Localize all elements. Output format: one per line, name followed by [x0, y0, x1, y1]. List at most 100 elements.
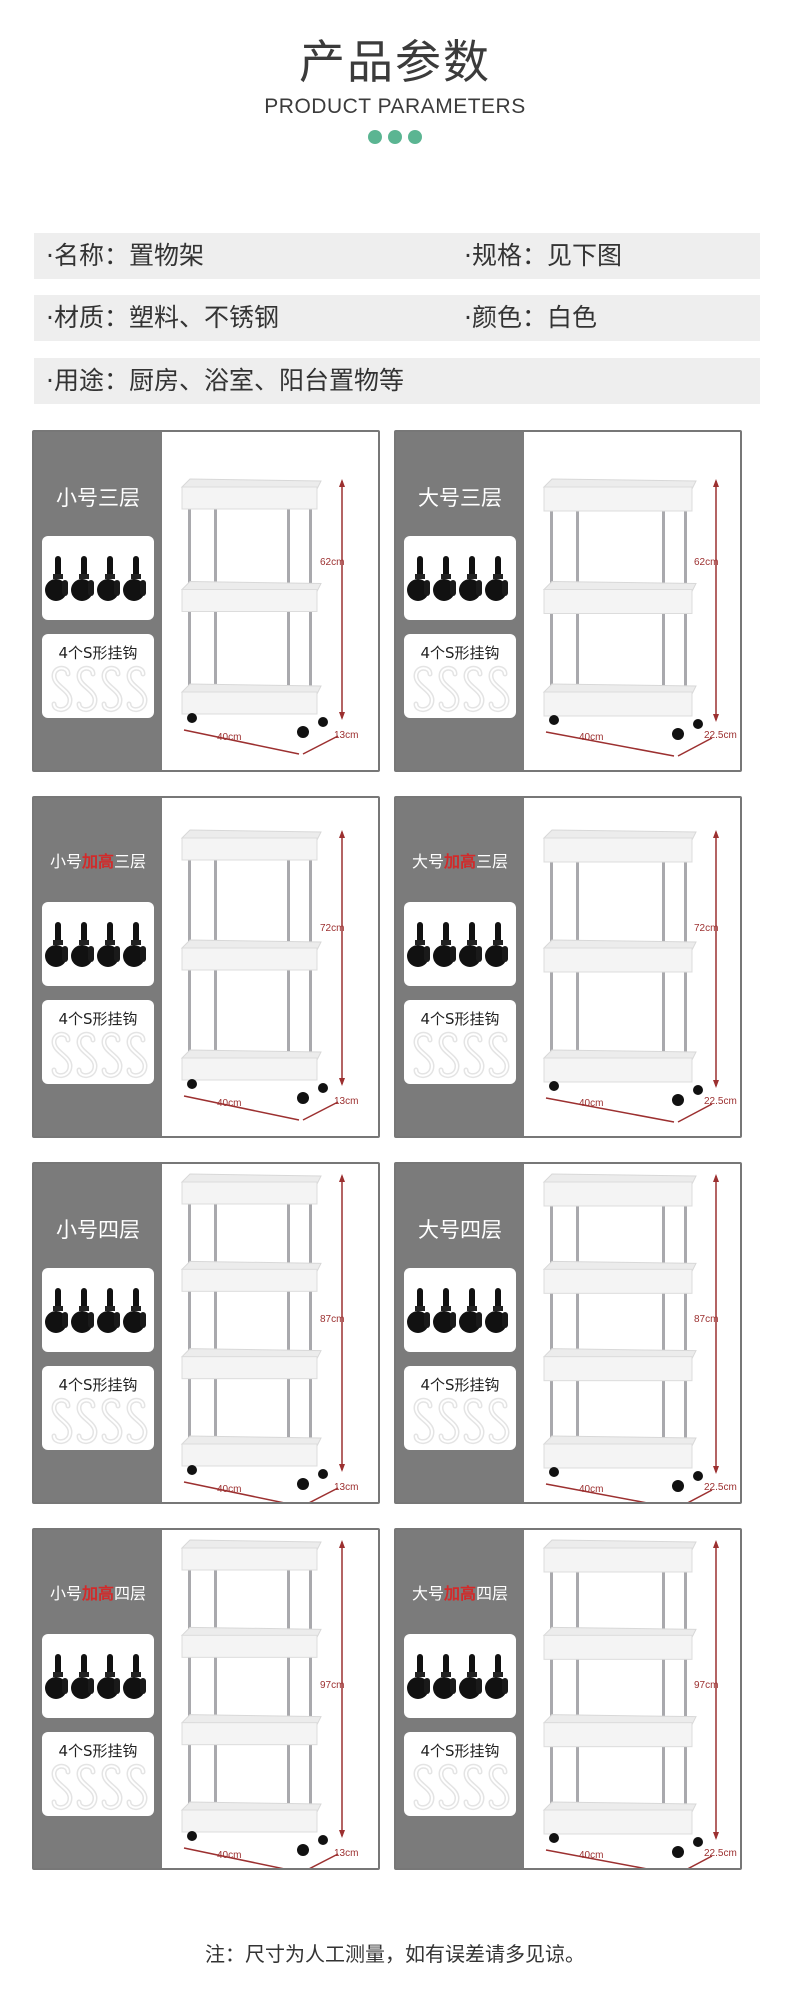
hooks-label: 4个S形挂钩	[420, 644, 500, 662]
product-name-tiers: 四层	[98, 1218, 140, 1242]
width-dimension: 40cm	[217, 1850, 242, 1861]
footer-note: 注：尺寸为人工测量，如有误差请多见谅。	[205, 1942, 585, 1966]
depth-dimension: 22.5cm	[704, 730, 737, 741]
depth-dimension: 22.5cm	[704, 1482, 737, 1493]
dot-icon	[368, 130, 382, 144]
s-hook-icon	[404, 1030, 516, 1086]
product-name-size: 小号	[56, 486, 98, 510]
product-card: 大号加高三层 4个S形挂钩 72cm 40cm 22.5cm	[394, 796, 742, 1138]
product-name: 小号三层	[34, 482, 162, 512]
product-name-size: 小号	[56, 1218, 98, 1242]
product-name-highlight: 加高	[443, 1584, 476, 1603]
title-chinese: 产品参数	[299, 35, 491, 89]
hooks-label: 4个S形挂钩	[58, 1376, 138, 1394]
caster-wheels-icon	[404, 1288, 516, 1356]
spec-row-usage: ·用途：厨房、浴室、阳台置物等	[34, 358, 760, 404]
product-name-tiers: 三层	[98, 486, 140, 510]
s-hook-icon	[404, 664, 516, 720]
product-side-panel: 大号加高四层 4个S形挂钩	[396, 1530, 524, 1868]
shelf-rack-icon	[524, 829, 740, 1136]
product-name-tiers: 三层	[460, 486, 502, 510]
height-dimension: 62cm	[694, 557, 719, 568]
depth-dimension: 13cm	[334, 730, 359, 741]
depth-dimension: 13cm	[334, 1096, 359, 1107]
product-side-panel: 小号三层 4个S形挂钩	[34, 432, 162, 770]
product-name-highlight: 加高	[443, 852, 476, 871]
shelf-rack-icon	[162, 478, 378, 770]
hooks-accessory: 4个S形挂钩	[42, 1000, 154, 1084]
spec-usage: ·用途：厨房、浴室、阳台置物等	[46, 366, 404, 395]
shelf-rack-icon	[524, 1539, 740, 1868]
casters-accessory	[404, 1634, 516, 1718]
casters-accessory	[404, 902, 516, 986]
hooks-label: 4个S形挂钩	[58, 1010, 138, 1028]
width-dimension: 40cm	[579, 1850, 604, 1861]
depth-dimension: 22.5cm	[704, 1096, 737, 1107]
product-side-panel: 大号三层 4个S形挂钩	[396, 432, 524, 770]
product-name: 小号加高三层	[34, 848, 162, 872]
hooks-accessory: 4个S形挂钩	[404, 634, 516, 718]
product-side-panel: 大号加高三层 4个S形挂钩	[396, 798, 524, 1136]
product-name-size: 大号	[411, 852, 444, 871]
decorative-dots	[0, 130, 790, 144]
width-dimension: 40cm	[579, 1484, 604, 1495]
caster-wheels-icon	[42, 556, 154, 624]
width-dimension: 40cm	[217, 1484, 242, 1495]
hooks-accessory: 4个S形挂钩	[404, 1000, 516, 1084]
s-hook-icon	[42, 1396, 154, 1452]
product-side-panel: 小号加高四层 4个S形挂钩	[34, 1530, 162, 1868]
product-side-panel: 小号四层 4个S形挂钩	[34, 1164, 162, 1502]
hooks-accessory: 4个S形挂钩	[42, 1732, 154, 1816]
product-photo: 72cm 40cm 13cm	[162, 798, 378, 1136]
spec-name: ·名称：置物架	[46, 241, 204, 270]
shelf-rack-icon	[524, 478, 740, 770]
product-photo: 97cm 40cm 22.5cm	[524, 1530, 740, 1868]
product-card: 小号加高四层 4个S形挂钩 97cm 40cm 13cm	[32, 1528, 380, 1870]
product-photo: 87cm 40cm 22.5cm	[524, 1164, 740, 1502]
width-dimension: 40cm	[217, 732, 242, 743]
product-card: 大号四层 4个S形挂钩 87cm 40cm 22.5cm	[394, 1162, 742, 1504]
width-dimension: 40cm	[217, 1098, 242, 1109]
s-hook-icon	[404, 1762, 516, 1818]
height-dimension: 97cm	[320, 1680, 345, 1691]
product-photo: 87cm 40cm 13cm	[162, 1164, 378, 1502]
casters-accessory	[42, 1634, 154, 1718]
caster-wheels-icon	[404, 1654, 516, 1722]
hooks-accessory: 4个S形挂钩	[42, 1366, 154, 1450]
product-name: 大号加高三层	[396, 848, 524, 872]
shelf-rack-icon	[162, 1173, 378, 1502]
casters-accessory	[404, 536, 516, 620]
s-hook-icon	[42, 664, 154, 720]
depth-dimension: 13cm	[334, 1482, 359, 1493]
product-name-tiers: 四层	[460, 1218, 502, 1242]
height-dimension: 97cm	[694, 1680, 719, 1691]
caster-wheels-icon	[42, 1288, 154, 1356]
product-side-panel: 大号四层 4个S形挂钩	[396, 1164, 524, 1502]
s-hook-icon	[42, 1030, 154, 1086]
height-dimension: 72cm	[320, 923, 345, 934]
product-name-size: 小号	[49, 1584, 82, 1603]
spec-material: ·材质：塑料、不锈钢	[46, 303, 279, 332]
casters-accessory	[42, 902, 154, 986]
product-name-highlight: 加高	[81, 852, 114, 871]
hooks-accessory: 4个S形挂钩	[404, 1732, 516, 1816]
product-name-highlight: 加高	[81, 1584, 114, 1603]
product-name-size: 小号	[49, 852, 82, 871]
spec-size: ·规格：见下图	[464, 241, 622, 270]
product-photo: 72cm 40cm 22.5cm	[524, 798, 740, 1136]
product-card: 大号加高四层 4个S形挂钩 97cm 40cm 22.5cm	[394, 1528, 742, 1870]
hooks-label: 4个S形挂钩	[58, 1742, 138, 1760]
product-name-tiers: 四层	[476, 1584, 509, 1603]
product-name-size: 大号	[418, 1218, 460, 1242]
hooks-label: 4个S形挂钩	[420, 1742, 500, 1760]
page-header: 产品参数 PRODUCT PARAMETERS	[0, 32, 790, 144]
product-name: 小号四层	[34, 1214, 162, 1244]
product-card: 小号三层 4个S形挂钩 62cm 40cm 13cm	[32, 430, 380, 772]
product-photo: 62cm 40cm 22.5cm	[524, 432, 740, 770]
height-dimension: 62cm	[320, 557, 345, 568]
shelf-rack-icon	[524, 1173, 740, 1502]
caster-wheels-icon	[42, 922, 154, 990]
depth-dimension: 22.5cm	[704, 1848, 737, 1859]
height-dimension: 72cm	[694, 923, 719, 934]
caster-wheels-icon	[404, 922, 516, 990]
